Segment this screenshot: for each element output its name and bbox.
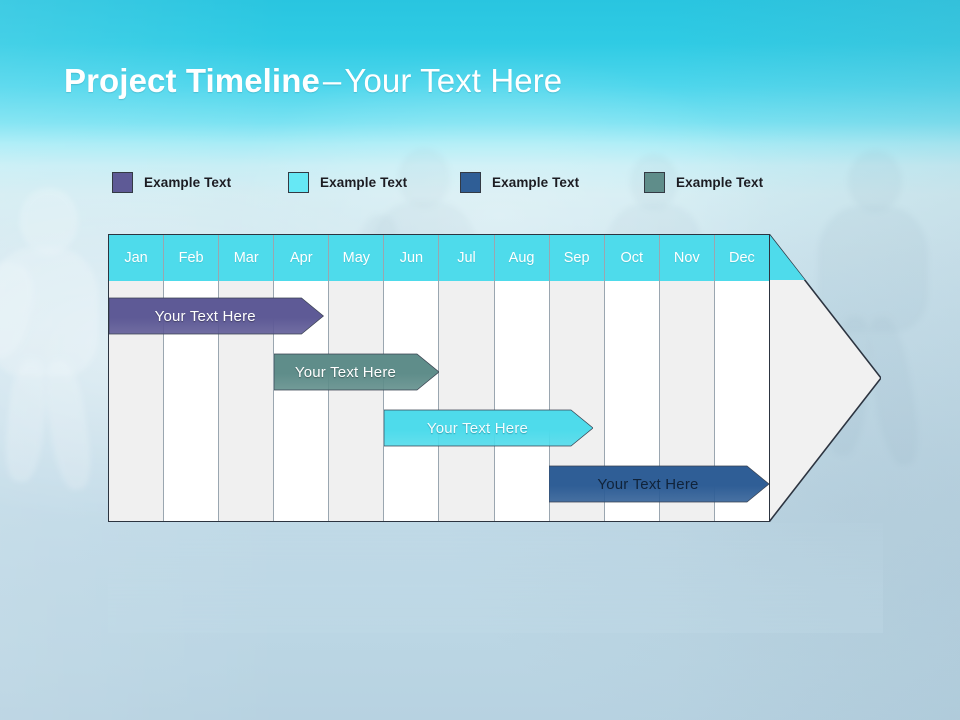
timeline-bar-label: Your Text Here — [597, 475, 699, 493]
timeline-bar-label: Your Text Here — [294, 363, 397, 381]
month-cell — [329, 281, 383, 521]
page-title-light: Your Text Here — [344, 62, 563, 99]
legend-item[interactable]: Example Text — [288, 168, 407, 196]
page-title-strong: Project Timeline — [64, 62, 320, 99]
timeline-column-feb[interactable]: Feb — [164, 235, 220, 521]
legend: Example Text Example Text Example Text E… — [112, 168, 812, 196]
month-header: Sep — [549, 235, 604, 281]
legend-item-label: Example Text — [144, 174, 232, 190]
legend-swatch-icon — [112, 171, 133, 193]
timeline-column-aug[interactable]: Aug — [494, 235, 550, 521]
month-header: Feb — [164, 235, 219, 281]
month-header: Jul — [439, 235, 494, 281]
month-header: Apr — [274, 235, 329, 281]
timeline-column-jan[interactable]: Jan — [109, 235, 165, 521]
month-header: Dec — [714, 235, 769, 281]
month-header: Oct — [604, 235, 659, 281]
page-title-dash: – — [322, 62, 342, 99]
month-cell — [495, 281, 549, 521]
month-cell — [439, 281, 493, 521]
month-header: Mar — [219, 235, 274, 281]
timeline-column-jul[interactable]: Jul — [439, 235, 495, 521]
timeline-bar[interactable]: Your Text Here — [274, 353, 439, 391]
title-band: Project Timeline–Your Text Here — [0, 0, 960, 133]
legend-item[interactable]: Example Text — [644, 168, 763, 196]
legend-swatch-icon — [460, 171, 481, 193]
legend-item-label: Example Text — [676, 174, 764, 190]
timeline-bar[interactable]: Your Text Here — [109, 297, 324, 335]
month-header: Jun — [384, 235, 439, 281]
legend-item[interactable]: Example Text — [460, 168, 579, 196]
month-header: Nov — [659, 235, 714, 281]
month-header: May — [329, 235, 384, 281]
legend-item[interactable]: Example Text — [112, 168, 231, 196]
timeline-bar-label: Your Text Here — [426, 419, 529, 437]
timeline-bar-label: Your Text Here — [154, 307, 256, 325]
month-header: Aug — [494, 235, 549, 281]
timeline-column-mar[interactable]: Mar — [219, 235, 275, 521]
timeline-bar[interactable]: Your Text Here — [384, 409, 593, 447]
month-cell — [384, 281, 438, 521]
page-title: Project Timeline–Your Text Here — [64, 60, 562, 102]
legend-swatch-icon — [644, 171, 665, 193]
legend-swatch-icon — [288, 171, 309, 193]
timeline-bar[interactable]: Your Text Here — [549, 465, 769, 503]
legend-item-label: Example Text — [492, 174, 580, 190]
legend-item-label: Example Text — [320, 174, 408, 190]
month-header: Jan — [109, 235, 164, 281]
